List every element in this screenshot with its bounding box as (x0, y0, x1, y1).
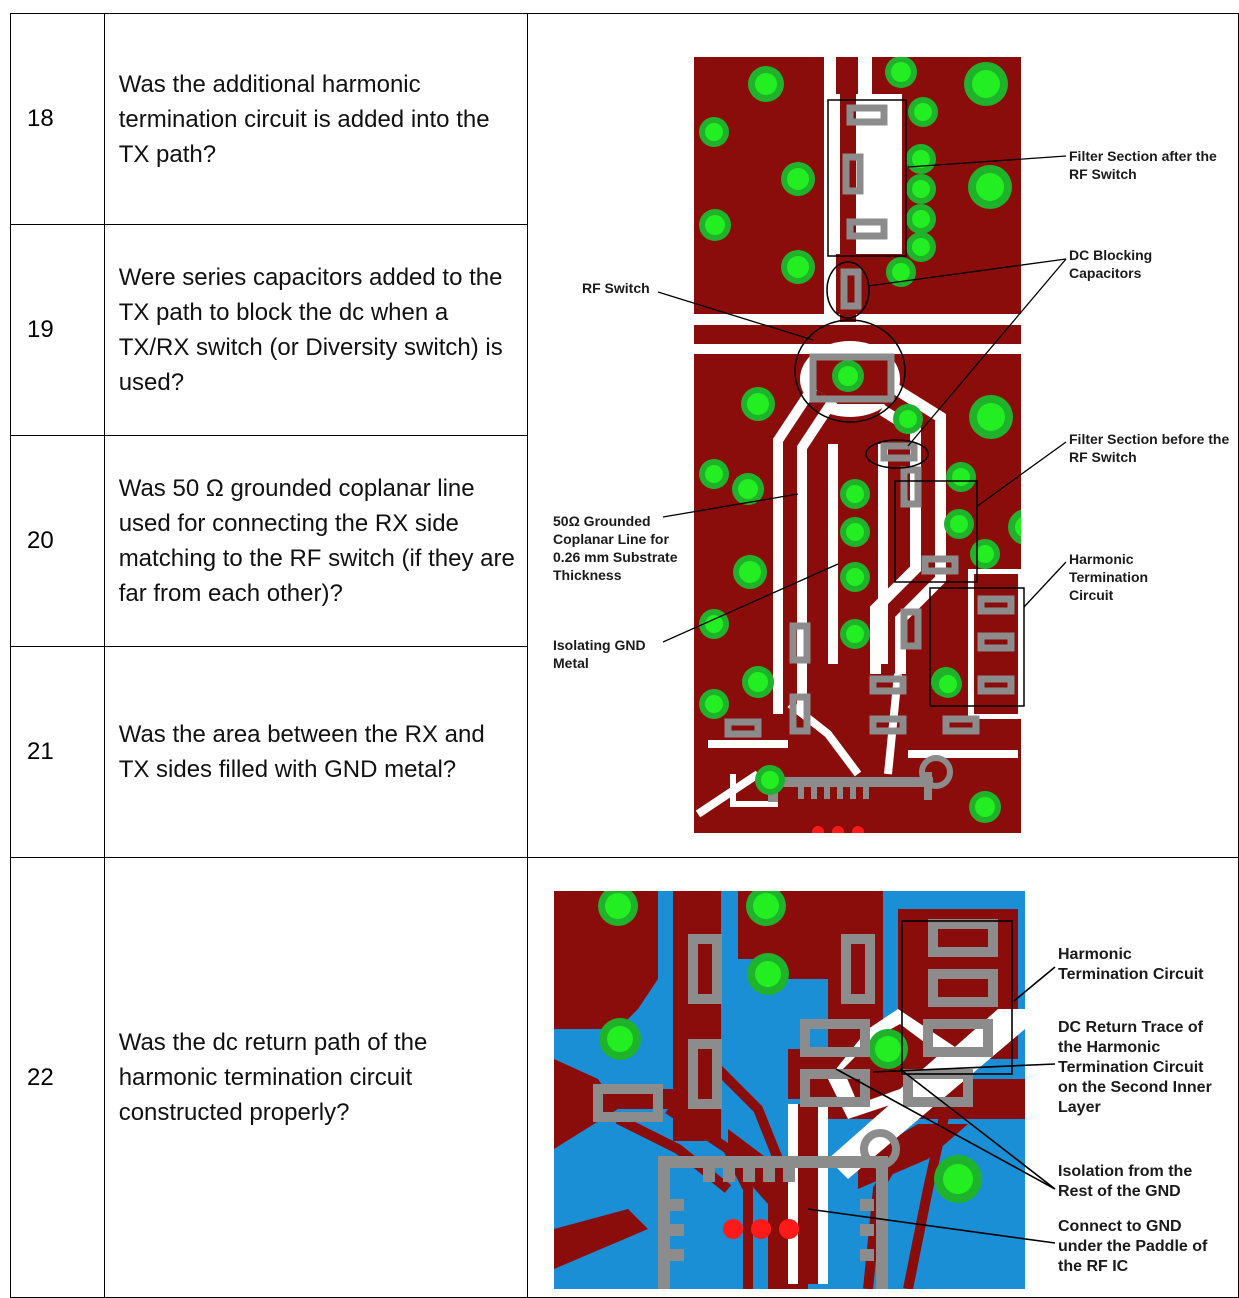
leader-lines (657, 155, 1067, 643)
row-number: 21 (10, 646, 105, 858)
label-isolation: Isolation from the Rest of the GND (1058, 1162, 1193, 1200)
row-number: 18 (10, 13, 105, 225)
annotation-outlines (794, 99, 1025, 707)
label-rf-switch: RF Switch (582, 280, 650, 296)
leader-lines (807, 965, 1056, 1244)
table-row: 19 Were series capacitors added to the T… (10, 224, 1239, 436)
pcb-layout-tx-rx-figure (657, 57, 1067, 833)
figure-1: Filter Section after the RF Switch DC Bl… (528, 14, 1237, 857)
row-question: Were series capacitors added to the TX p… (103, 224, 529, 436)
label-connect: Connect to GND under the Paddle of the R… (1058, 1217, 1208, 1275)
label-filter-before: Filter Section before the RF Switch (1069, 431, 1230, 465)
table-row: 20 Was 50 Ω grounded coplanar line used … (10, 435, 1239, 647)
table-row: 18 Was the additional harmonic terminati… (10, 13, 1239, 858)
rf-ic-pads (658, 1128, 900, 1289)
label-harmonic: Harmonic Termination Circuit (1069, 551, 1149, 603)
row-question: Was the additional harmonic termination … (103, 13, 529, 225)
row-number: 20 (10, 435, 105, 647)
label-dc-blocking: DC Blocking Capacitors (1069, 247, 1153, 281)
table-row: 22 Was the dc return path of the harmoni… (10, 857, 1239, 1298)
label-harmonic-2: Harmonic Termination Circuit (1058, 945, 1204, 983)
pcb-harmonic-termination-figure (554, 890, 1056, 1289)
figure-cell-1: Filter Section after the RF Switch DC Bl… (527, 13, 1239, 858)
label-filter-after: Filter Section after the RF Switch (1069, 148, 1217, 182)
row-number: 22 (10, 857, 105, 1298)
label-coplanar: 50Ω Grounded Coplanar Line for 0.26 mm S… (553, 513, 678, 583)
figure-cell-2: Harmonic Termination Circuit DC Return T… (527, 857, 1239, 1298)
figure-2: Harmonic Termination Circuit DC Return T… (528, 859, 1237, 1297)
label-isolating: Isolating GND Metal (553, 637, 646, 671)
row-number: 19 (10, 224, 105, 436)
label-dc-return: DC Return Trace of the Harmonic Terminat… (1058, 1018, 1212, 1116)
row-question: Was 50 Ω grounded coplanar line used for… (103, 435, 529, 647)
table-row: 21 Was the area between the RX and TX si… (10, 646, 1239, 858)
row-question: Was the dc return path of the harmonic t… (103, 857, 529, 1298)
ground-vias (598, 890, 982, 1203)
component-pads (593, 918, 998, 1122)
checklist-table: 18 Was the additional harmonic terminati… (10, 13, 1239, 1298)
harmonic-outline (901, 919, 1013, 1075)
row-question: Was the area between the RX and TX sides… (103, 646, 529, 858)
component-pads (724, 104, 1015, 738)
ground-vias (699, 57, 1021, 823)
